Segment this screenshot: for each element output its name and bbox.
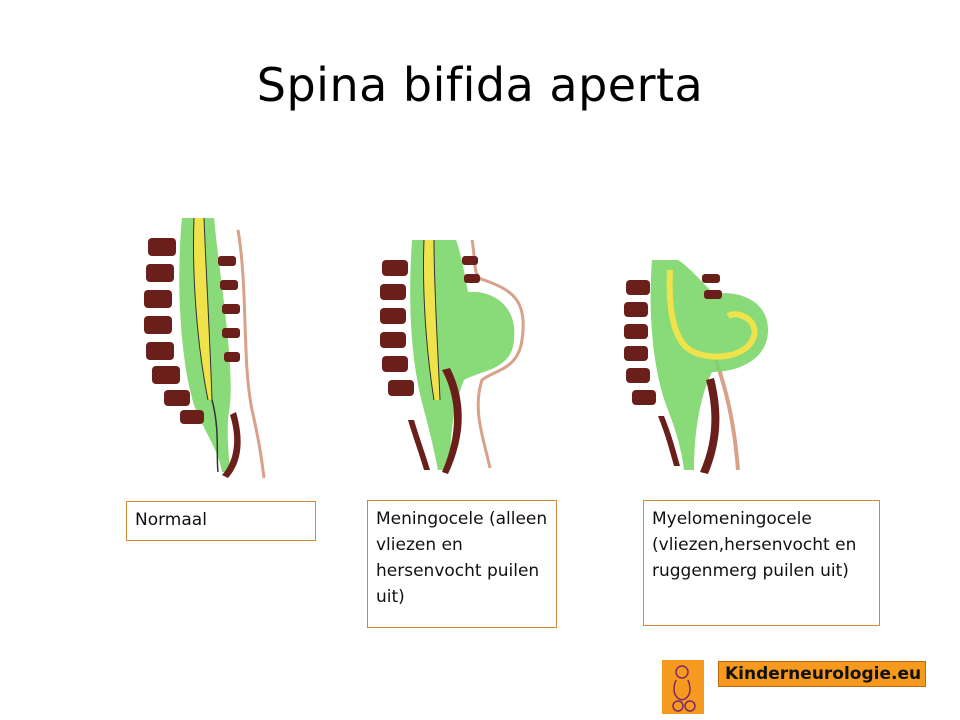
dura-sac bbox=[410, 240, 515, 470]
page-title: Spina bifida aperta bbox=[256, 58, 704, 112]
vertebrae bbox=[624, 274, 722, 474]
caption-myelomeningocele: Myelomeningocele (vliezen,hersenvocht en… bbox=[643, 500, 880, 626]
caption-meningocele: Meningocele (alleen vliezen en hersenvoc… bbox=[367, 500, 557, 628]
vertebrae bbox=[380, 256, 480, 474]
spinal-cord bbox=[666, 269, 758, 360]
myelomeningocele-illustration bbox=[624, 260, 768, 474]
vertebrae bbox=[144, 238, 241, 478]
kinderneurologie-logo-icon bbox=[662, 660, 704, 714]
logo-text: Kinderneurologie.eu bbox=[718, 661, 926, 687]
spinal-cord bbox=[423, 240, 440, 400]
skin-line bbox=[236, 229, 266, 479]
meningocele-illustration bbox=[380, 239, 525, 474]
spinal-cord bbox=[193, 218, 212, 400]
normal-spine-illustration bbox=[144, 217, 266, 479]
caption-normal: Normaal bbox=[126, 501, 316, 541]
